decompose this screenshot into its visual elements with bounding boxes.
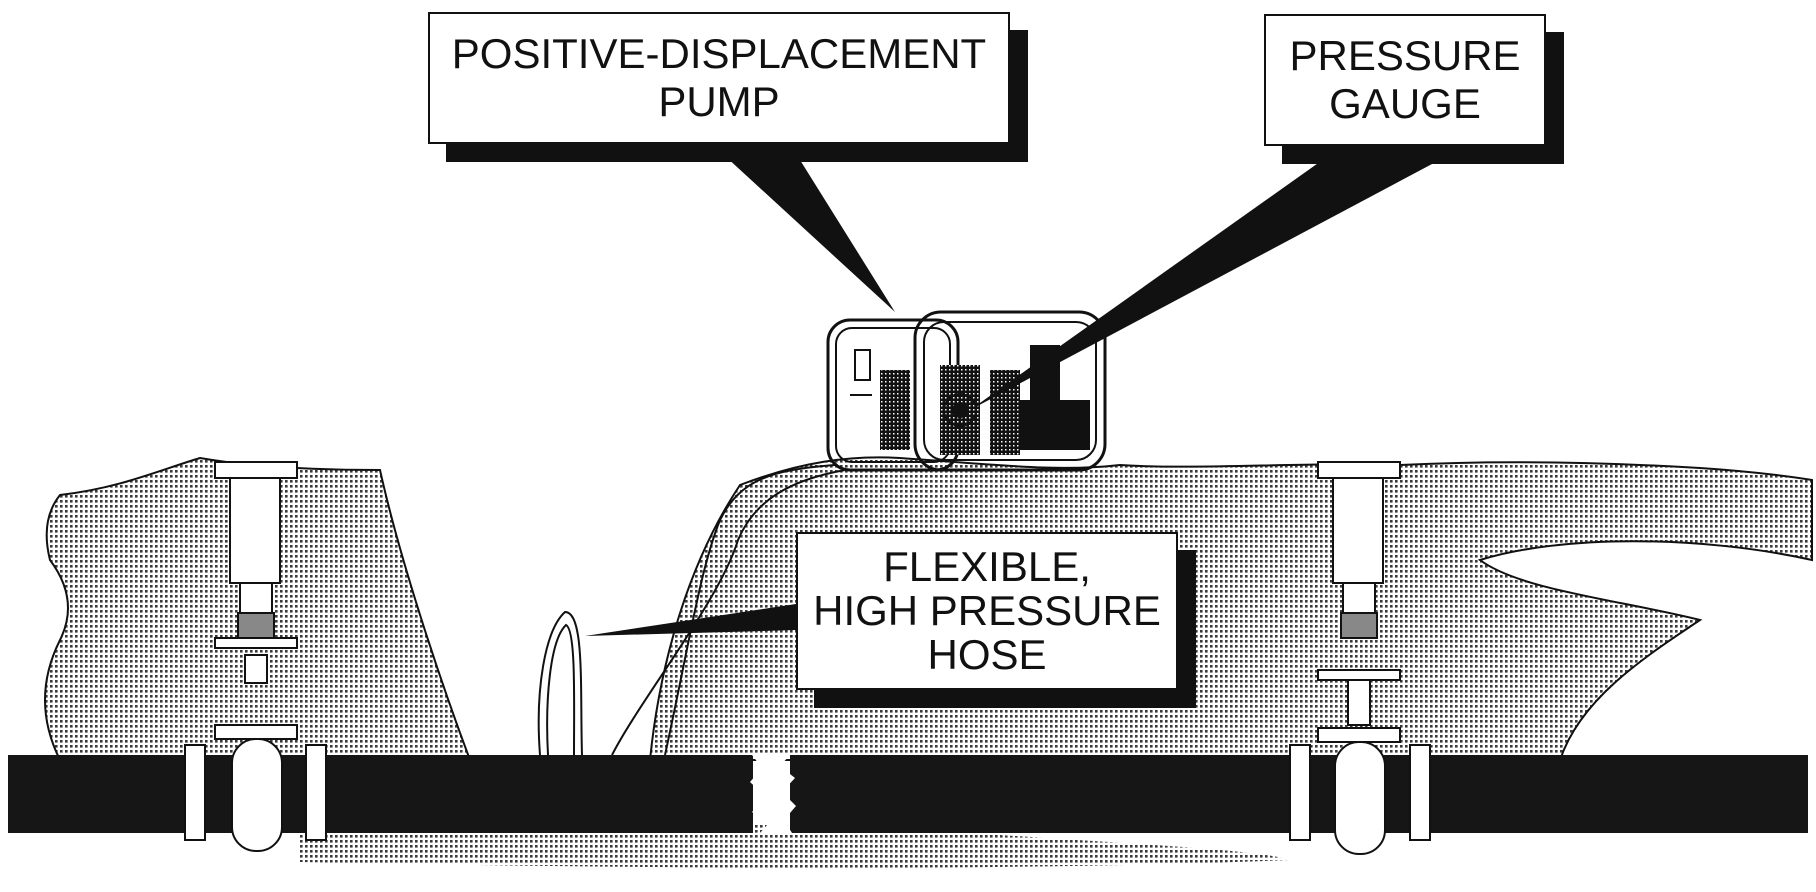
hose-label-line-3: HOSE xyxy=(927,631,1047,678)
buried-pipe-left xyxy=(8,755,753,833)
gauge-label-line-2: GAUGE xyxy=(1329,80,1481,127)
hose-label-line-1: FLEXIBLE, xyxy=(883,543,1091,590)
hose-callout-label: FLEXIBLE, HIGH PRESSURE HOSE xyxy=(796,532,1178,690)
pump-callout-pointer xyxy=(712,144,895,312)
gauge-label-line-1: PRESSURE xyxy=(1289,32,1521,79)
gate-valve-left xyxy=(184,461,327,852)
gate-valve-right xyxy=(1289,461,1431,855)
high-pressure-hose xyxy=(537,464,846,756)
hose-label-line-2: HIGH PRESSURE xyxy=(813,587,1161,634)
pipe-break xyxy=(750,755,796,833)
pump-label-line-1: POSITIVE-DISPLACEMENT xyxy=(451,30,987,77)
hose-callout-pointer xyxy=(585,604,796,636)
pump-callout-label: POSITIVE-DISPLACEMENT PUMP xyxy=(428,12,1010,144)
gauge-callout-label: PRESSURE GAUGE xyxy=(1264,14,1546,146)
gauge-callout-pointer xyxy=(970,144,1432,410)
pump-label-line-2: PUMP xyxy=(658,78,780,125)
pump-assembly xyxy=(826,310,1107,472)
